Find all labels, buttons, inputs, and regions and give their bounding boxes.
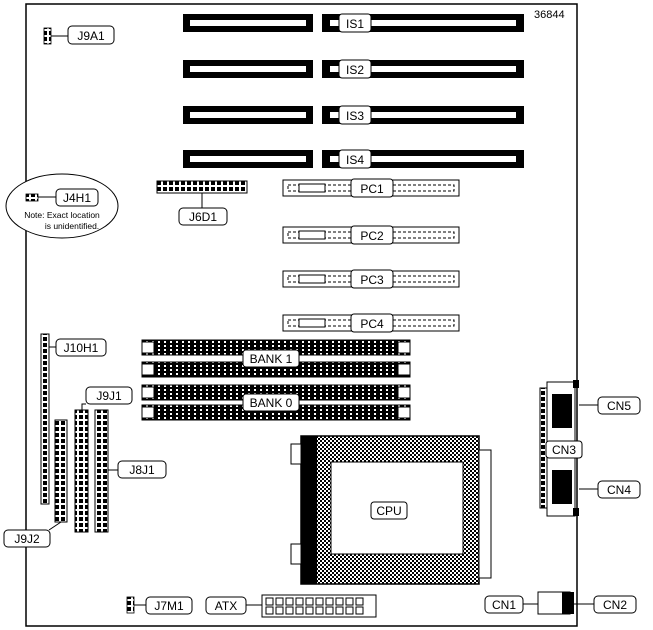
j10h1-label: J10H1 xyxy=(64,341,99,355)
pci-slot-4: PC4 xyxy=(282,313,460,333)
board-id: 36844 xyxy=(534,9,565,21)
j9j2-label: J9J2 xyxy=(14,532,40,546)
pci-slot-label: PC2 xyxy=(360,229,384,243)
jumper-j9j2: J9J2 xyxy=(3,419,68,548)
cpu-socket: CPU xyxy=(290,435,492,585)
isa-slot-label: IS1 xyxy=(346,17,364,31)
pci-slot-label: PC1 xyxy=(360,182,384,196)
bank0-label: BANK 0 xyxy=(250,396,293,410)
note-line2: is unidentified. xyxy=(45,221,99,231)
j8j1-label: J8J1 xyxy=(129,463,155,477)
pci-slot-label: PC3 xyxy=(360,273,384,287)
cpu-label: CPU xyxy=(376,504,401,518)
jumper-j4h1-note: J4H1 Note: Exact location is unidentifie… xyxy=(5,173,119,239)
pci-slot-1: PC1 xyxy=(282,178,460,198)
isa-slot-3: IS3 xyxy=(183,105,524,125)
pci-slot-3: PC3 xyxy=(282,269,460,289)
jumper-j8j1: J8J1 xyxy=(94,409,167,533)
cn1-label: CN1 xyxy=(492,598,516,612)
pci-slot-2: PC2 xyxy=(282,225,460,245)
jumper-j10h1: J10H1 xyxy=(40,333,107,505)
atx-label: ATX xyxy=(215,599,237,613)
pci-slots: PC1 PC2 PC3 PC4 xyxy=(282,178,460,333)
note-line1: Note: Exact location xyxy=(24,210,100,220)
isa-slot-label: IS4 xyxy=(346,153,364,167)
cn5-label: CN5 xyxy=(607,399,631,413)
isa-slot-label: IS2 xyxy=(346,63,364,77)
isa-slots: IS1 IS2 IS3 IS4 xyxy=(183,13,524,169)
isa-slot-label: IS3 xyxy=(346,109,364,123)
jumper-j6d1: J6D1 xyxy=(156,180,248,226)
isa-label-box xyxy=(338,13,372,33)
bank1-label: BANK 1 xyxy=(250,352,293,366)
j9j1-label: J9J1 xyxy=(96,389,122,403)
j4h1-label: J4H1 xyxy=(63,191,91,205)
j7m1-label: J7M1 xyxy=(154,599,184,613)
cn3-label: CN3 xyxy=(552,443,576,457)
j9a1-label: J9A1 xyxy=(77,29,105,43)
jumper-j7m1: J7M1 xyxy=(126,596,193,615)
jumper-j9a1: J9A1 xyxy=(43,25,115,45)
jumper-j9j1: J9J1 xyxy=(74,386,133,533)
isa-slot-4: IS4 xyxy=(183,149,524,169)
memory-banks: BANK 1 BANK 0 xyxy=(141,339,411,421)
pci-slot-label: PC4 xyxy=(360,317,384,331)
j6d1-label: J6D1 xyxy=(189,210,217,224)
atx-power-connector: ATX xyxy=(205,594,377,618)
isa-slot-1: IS1 xyxy=(183,13,524,33)
cn4-label: CN4 xyxy=(607,483,631,497)
cn2-label: CN2 xyxy=(603,598,627,612)
isa-slot-2: IS2 xyxy=(183,59,524,79)
io-connectors: CN3 CN5 CN4 CN1 CN2 xyxy=(484,380,641,615)
